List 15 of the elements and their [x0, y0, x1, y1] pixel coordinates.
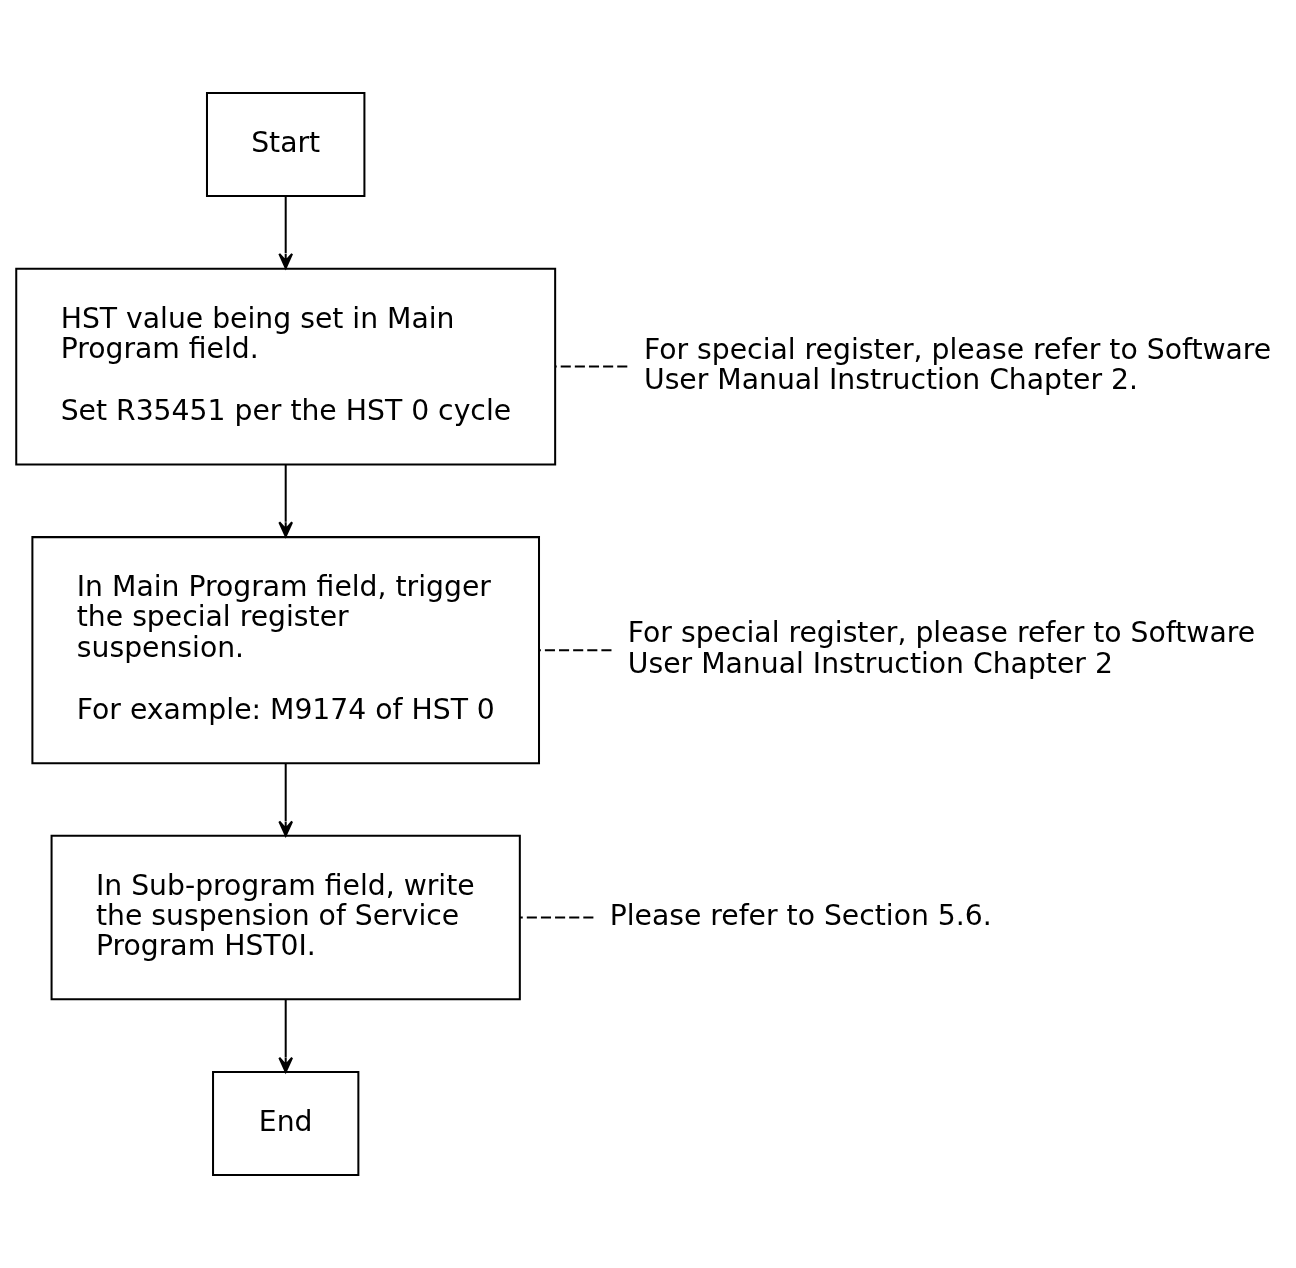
node-box: Start — [205, 92, 366, 197]
node-text: Please refer to Section 5.6. — [609, 899, 992, 933]
arrow — [278, 464, 294, 538]
arrow — [278, 763, 294, 837]
connector — [555, 365, 628, 368]
node-box: HST value being set in Main Program field. Set R35451 per the HST 0 cycle — [15, 267, 557, 466]
node-box: End — [212, 1071, 360, 1176]
connector — [520, 916, 594, 919]
arrow — [278, 196, 294, 269]
connector — [539, 649, 612, 652]
node-box: In Main Program field, trigger the special register suspension. For example: M9174 of HST 0 — [31, 536, 540, 765]
node-box: In Sub-program field, write the suspension of Service Program HST0I. — [50, 834, 521, 1001]
node-text: For special register, please refer to Software User Manual Instruction Chapter 2 — [627, 616, 1256, 680]
arrow — [278, 999, 294, 1073]
node-text: For special register, please refer to Software User Manual Instruction Chapter 2. — [643, 332, 1272, 397]
